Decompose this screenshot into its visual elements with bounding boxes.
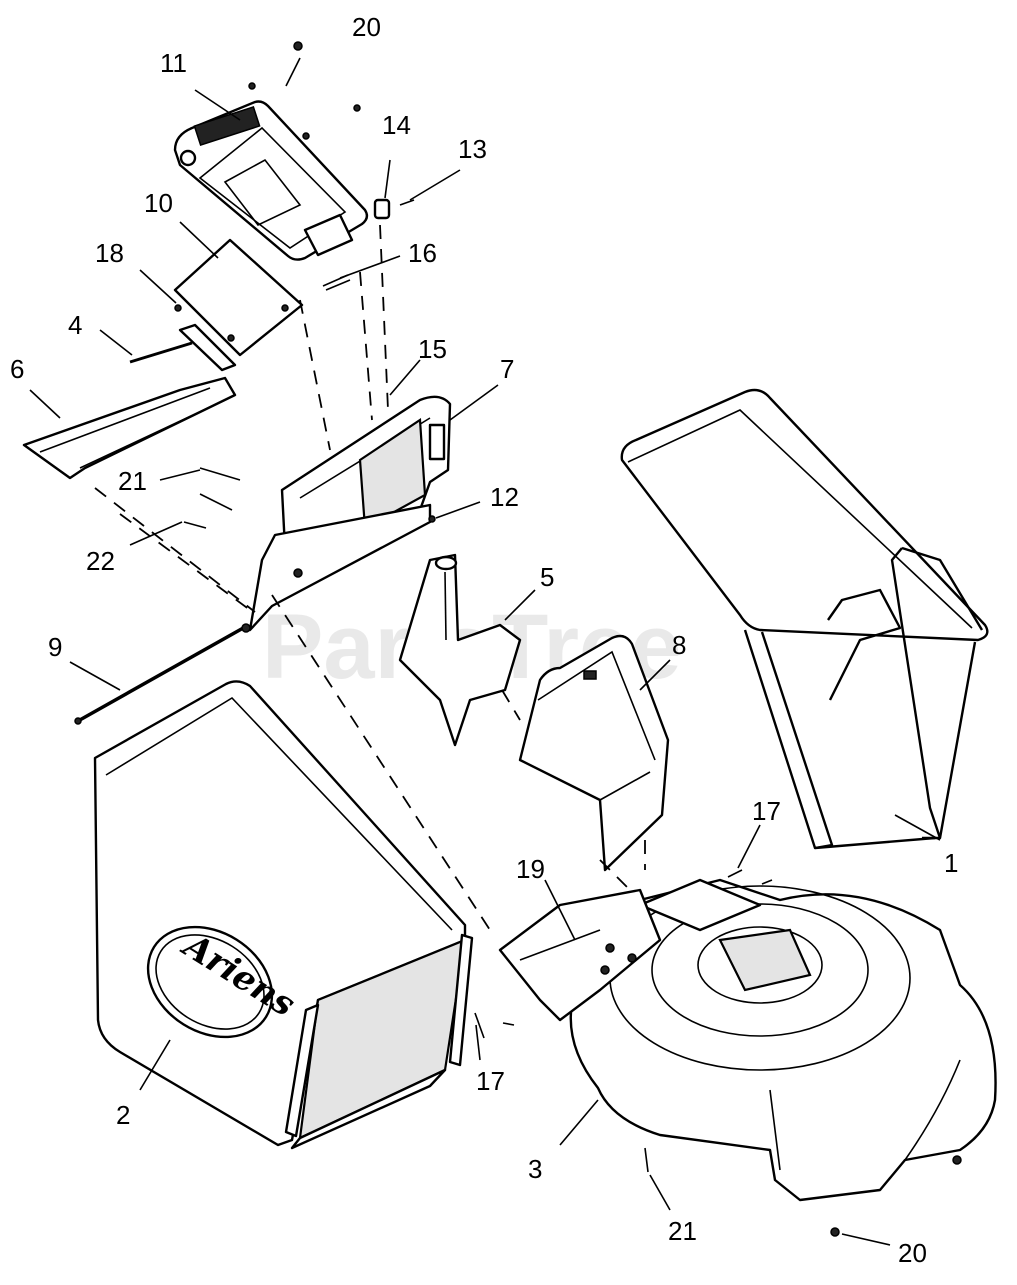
leader-4 xyxy=(99,329,133,356)
part-6-rear-flap xyxy=(22,323,237,480)
leader-15 xyxy=(389,359,421,396)
hardware xyxy=(74,41,962,1237)
leader-3 xyxy=(559,1099,599,1146)
leader-7 xyxy=(449,384,499,421)
part-11-top-cover xyxy=(173,100,369,261)
leader-1 xyxy=(894,814,941,841)
callout-2: 2 xyxy=(116,1100,130,1130)
leader-20a xyxy=(285,57,301,87)
leader-20b xyxy=(841,1233,891,1246)
callout-19: 19 xyxy=(516,854,545,884)
leader-21a xyxy=(159,469,201,481)
callout-5: 5 xyxy=(540,562,554,592)
callout-11: 11 xyxy=(160,48,187,78)
leader-21b xyxy=(649,1174,671,1211)
nut-20-bottom xyxy=(830,1227,840,1237)
callout-17-deck: 17 xyxy=(752,796,781,826)
leader-8 xyxy=(639,659,671,691)
leader-18 xyxy=(139,269,177,304)
part-5-bracket xyxy=(398,553,522,747)
callout-labels: 20 11 14 13 10 18 16 4 15 7 6 21 12 22 5… xyxy=(10,12,958,1268)
callout-8: 8 xyxy=(672,630,686,660)
rod-9 xyxy=(77,625,246,723)
screws-21 xyxy=(199,467,241,511)
leader-11 xyxy=(194,89,241,121)
nut-20-deck xyxy=(952,1155,962,1165)
leader-10 xyxy=(179,221,219,259)
callout-21-bottom: 21 xyxy=(668,1216,697,1246)
nut-20-top xyxy=(293,41,303,51)
spring-16 xyxy=(322,274,351,291)
part-2-grass-bag: Ariens xyxy=(93,680,474,1150)
callout-16: 16 xyxy=(408,238,437,268)
leader-17b xyxy=(475,1024,481,1061)
leader-13 xyxy=(409,169,461,201)
callout-21-top: 21 xyxy=(118,466,147,496)
callout-20-top: 20 xyxy=(352,12,381,42)
nut-12 xyxy=(428,515,436,523)
leader-16 xyxy=(339,255,401,279)
part-1-bag-frame xyxy=(620,388,989,850)
callout-14: 14 xyxy=(382,110,411,140)
leader-17a xyxy=(737,824,761,869)
callout-10: 10 xyxy=(144,188,173,218)
callout-1: 1 xyxy=(944,848,958,878)
screws-17-bracket xyxy=(474,1012,515,1039)
screw-21-deck xyxy=(644,1147,649,1173)
callout-3: 3 xyxy=(528,1154,542,1184)
screws-17-deck xyxy=(727,869,773,885)
screw-13 xyxy=(399,199,415,206)
screw-22 xyxy=(183,521,207,529)
leader-9 xyxy=(69,661,121,691)
callout-17-bracket: 17 xyxy=(476,1066,505,1096)
pin-4 xyxy=(129,341,193,364)
leader-5 xyxy=(504,589,536,621)
leader-14 xyxy=(384,159,391,199)
leader-22 xyxy=(129,521,183,546)
callout-13: 13 xyxy=(458,134,487,164)
leader-12 xyxy=(435,501,481,519)
part-3-mower-deck xyxy=(498,878,997,1202)
ariens-logo-emblem xyxy=(146,925,274,1039)
callout-18: 18 xyxy=(95,238,124,268)
callout-22: 22 xyxy=(86,546,115,576)
callout-20-bottom: 20 xyxy=(898,1238,927,1268)
callout-4: 4 xyxy=(68,310,82,340)
callout-9: 9 xyxy=(48,632,62,662)
callout-6: 6 xyxy=(10,354,24,384)
leader-19 xyxy=(544,879,576,941)
callout-12: 12 xyxy=(490,482,519,512)
knob-14 xyxy=(373,198,391,220)
callout-15: 15 xyxy=(418,334,447,364)
assembly-lines xyxy=(94,224,646,931)
part-10-plate xyxy=(173,238,304,357)
leader-lines xyxy=(29,57,941,1246)
screw-18 xyxy=(174,304,182,312)
callout-7: 7 xyxy=(500,354,514,384)
part-8-discharge-chute xyxy=(518,634,670,872)
leader-2 xyxy=(139,1039,171,1091)
leader-6 xyxy=(29,389,61,419)
